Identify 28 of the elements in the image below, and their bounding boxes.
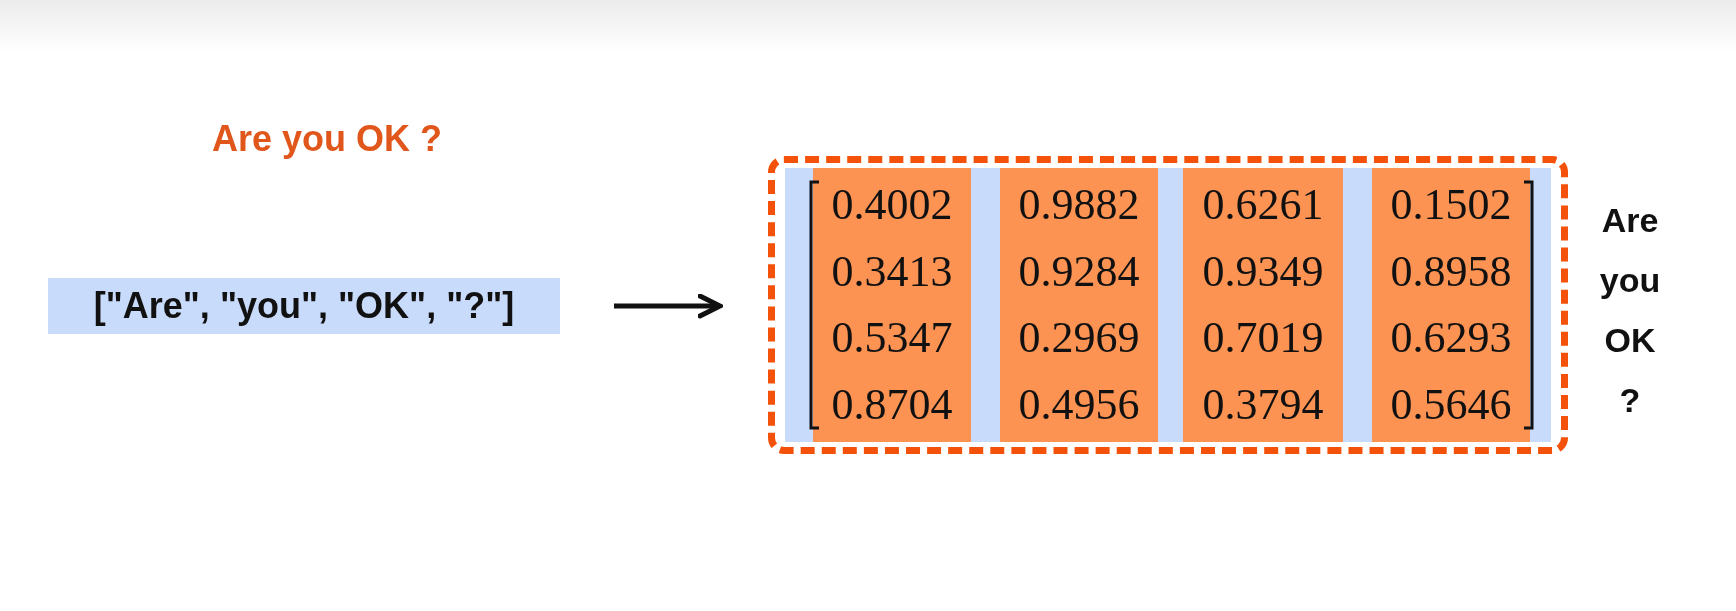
matrix-value: 0.2969 [1018,316,1140,361]
matrix-value: 0.6261 [1202,183,1324,228]
matrix-value: 0.4956 [1018,382,1140,427]
heading-text: Are you OK ? [212,117,443,161]
matrix-value: 0.3413 [831,249,953,294]
token-label: Are [1601,203,1659,237]
matrix-column [1372,168,1530,442]
dashed-matrix-frame [768,156,1568,454]
matrix-value: 0.4002 [831,183,953,228]
matrix-column [1183,168,1343,442]
token-label: you [1599,263,1661,297]
matrix-value: 0.9882 [1018,183,1140,228]
matrix-value: 0.6293 [1390,316,1512,361]
matrix-column [1000,168,1158,442]
matrix-value: 0.9284 [1018,249,1140,294]
matrix-value: 0.5646 [1390,382,1512,427]
arrow [614,293,723,319]
token-label: ? [1619,383,1641,417]
matrix-value: 0.1502 [1390,183,1512,228]
matrix-value: 0.3794 [1202,382,1324,427]
matrix-value: 0.5347 [831,316,953,361]
matrix-value: 0.8704 [831,382,953,427]
matrix-value: 0.7019 [1202,316,1324,361]
token-label: OK [1604,323,1656,357]
matrix-value: 0.8958 [1390,249,1512,294]
matrix-column [813,168,971,442]
matrix-value: 0.9349 [1202,249,1324,294]
token-list: ["Are", "you", "OK", "?"] [48,278,560,334]
